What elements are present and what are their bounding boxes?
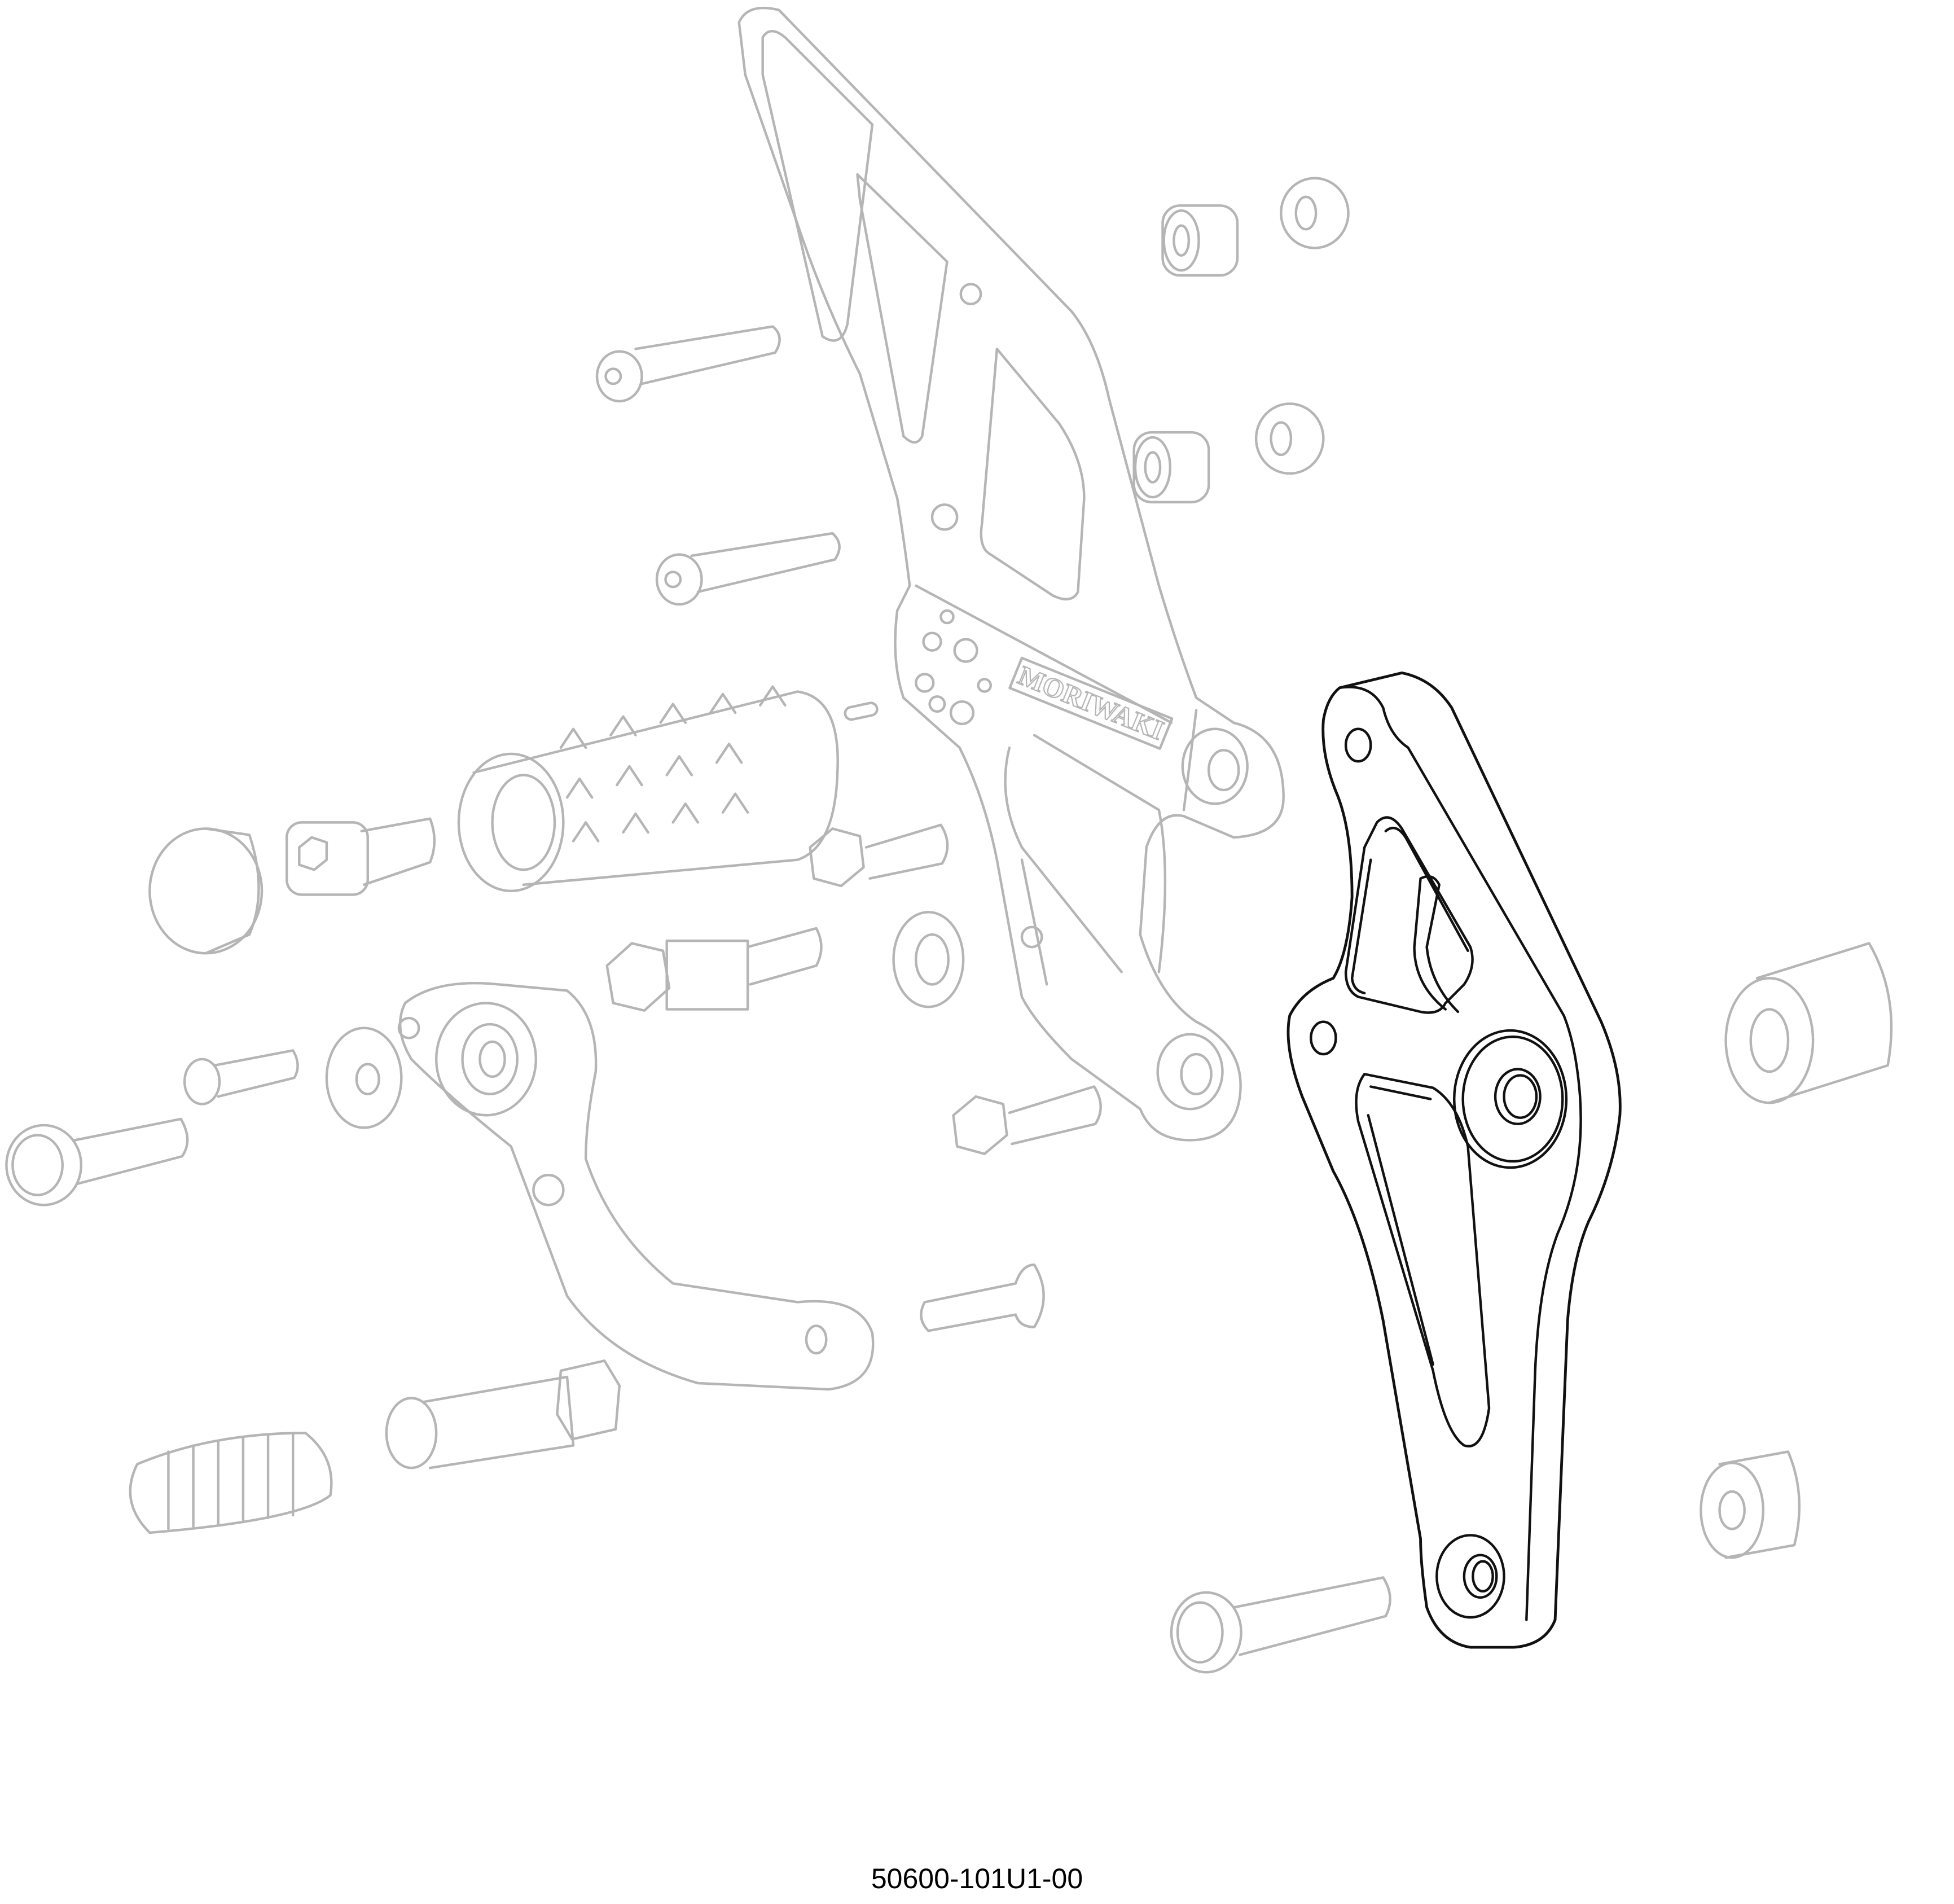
spacer-right-large	[1724, 942, 1893, 1104]
pivot-pin	[920, 1264, 1045, 1332]
footpeg	[457, 685, 839, 893]
nut-top-1	[1280, 177, 1350, 249]
spacer-top-2	[1132, 431, 1210, 504]
hex-bolt-2	[952, 1085, 1102, 1155]
hex-bolt-1	[809, 823, 949, 888]
small-bolt	[183, 1049, 299, 1105]
button-bolt-1	[595, 325, 781, 403]
washer	[325, 1026, 403, 1129]
peg-bolt	[285, 817, 436, 896]
spacer-right-small	[1700, 1450, 1801, 1559]
main-bracket: MORIWAKI	[737, 6, 1285, 1142]
nut-top-2	[1254, 402, 1325, 475]
shift-rubber	[129, 1432, 333, 1534]
spacer-top-1	[1161, 204, 1239, 277]
long-hex-bolt	[385, 1359, 621, 1469]
shouldered-bolt	[605, 927, 823, 1012]
part-number-caption: 50600-101U1-00	[871, 1863, 1083, 1894]
collar	[892, 911, 965, 1008]
heel-guard-plate[interactable]	[1286, 671, 1622, 1649]
flange-bolt-left	[5, 1117, 189, 1207]
flange-bolt-bottom	[1170, 1576, 1391, 1674]
button-bolt-2	[655, 532, 841, 606]
pin	[844, 701, 879, 721]
lever-arm	[397, 982, 875, 1391]
svg-text:MORIWAKI: MORIWAKI	[1014, 660, 1168, 746]
peg-cap	[148, 827, 264, 955]
